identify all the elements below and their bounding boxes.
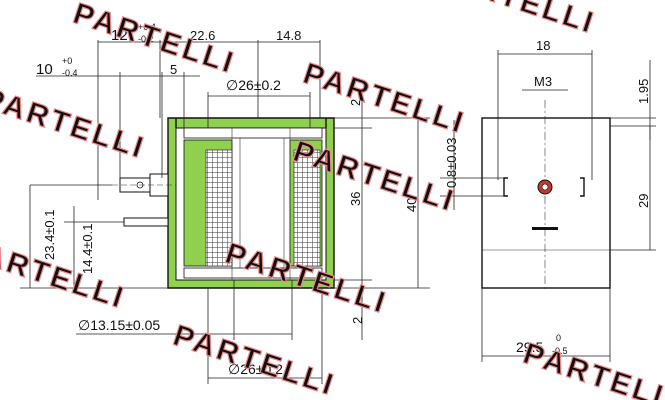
front-view: 18 M3 1.95 29 0.8±0.03 29.5 0 -0.5 <box>440 38 656 362</box>
right-winding <box>289 139 323 267</box>
dim-m3: M3 <box>534 74 552 89</box>
dim-diam-13-15: ∅13.15±0.05 <box>76 280 293 340</box>
svg-text:∅26±0.2: ∅26±0.2 <box>226 77 281 93</box>
dim-23-4: 23.4±0.1 <box>42 209 57 260</box>
dim-29-5-tol-bot: -0.5 <box>552 346 568 356</box>
left-winding <box>183 139 233 267</box>
watermark-text: PARTELLI <box>169 319 339 400</box>
dim-12-tol-bot: -0.2 <box>138 34 154 44</box>
dim-2-bot: 2 <box>350 317 365 324</box>
watermark-text: PARTELLI <box>519 337 665 400</box>
dim-29: 29 <box>636 194 651 208</box>
dim-14-4: 14.4±0.1 <box>80 223 95 274</box>
dim-diam-26-top: ∅26±0.2 <box>207 77 311 128</box>
coil-front-outline <box>481 117 611 289</box>
dim-40: 40 <box>404 198 419 212</box>
watermark-text: PARTELLI <box>429 0 599 40</box>
dim-2-top: 2 <box>348 99 363 106</box>
watermark-text: PARTELLI <box>0 232 130 315</box>
svg-text:∅26±0.2: ∅26±0.2 <box>228 361 283 377</box>
dim-29-5-tol-top: 0 <box>556 333 561 343</box>
dim-10-tol-bot: -0.4 <box>62 68 78 78</box>
dim-10: 10 <box>36 61 53 78</box>
dim-14-8: 14.8 <box>276 28 301 43</box>
watermark-text: PARTELLI <box>69 0 239 80</box>
dim-5: 5 <box>170 62 177 77</box>
connector-terminals <box>119 173 169 227</box>
left-vertical-dimensions: 23.4±0.1 14.4±0.1 <box>20 184 168 289</box>
top-dimensions: 12 +0.4 -0.2 22.6 14.8 <box>97 22 321 200</box>
side-view: 12 +0.4 -0.2 22.6 14.8 10 +0 -0.4 5 ∅26±… <box>20 22 430 384</box>
right-vertical-dimensions: 2 36 40 2 <box>334 99 430 340</box>
watermark-text: PARTELLI <box>0 82 150 165</box>
dim-22-6: 22.6 <box>190 28 215 43</box>
dim-12-tol-top: +0.4 <box>138 22 156 32</box>
left-dimensions: 10 +0 -0.4 5 <box>36 56 200 178</box>
dim-12: 12 <box>111 27 128 44</box>
dim-10-tol-top: +0 <box>62 56 72 66</box>
dim-1-95: 1.95 <box>636 79 651 104</box>
dim-36: 36 <box>348 192 363 206</box>
dim-18: 18 <box>536 38 550 53</box>
svg-text:∅13.15±0.05: ∅13.15±0.05 <box>78 317 160 333</box>
dim-0-8: 0.8±0.03 <box>444 137 459 188</box>
dim-29-5: 29.5 <box>516 339 543 355</box>
dim-diam-26-bottom: ∅26±0.2 <box>207 288 323 384</box>
